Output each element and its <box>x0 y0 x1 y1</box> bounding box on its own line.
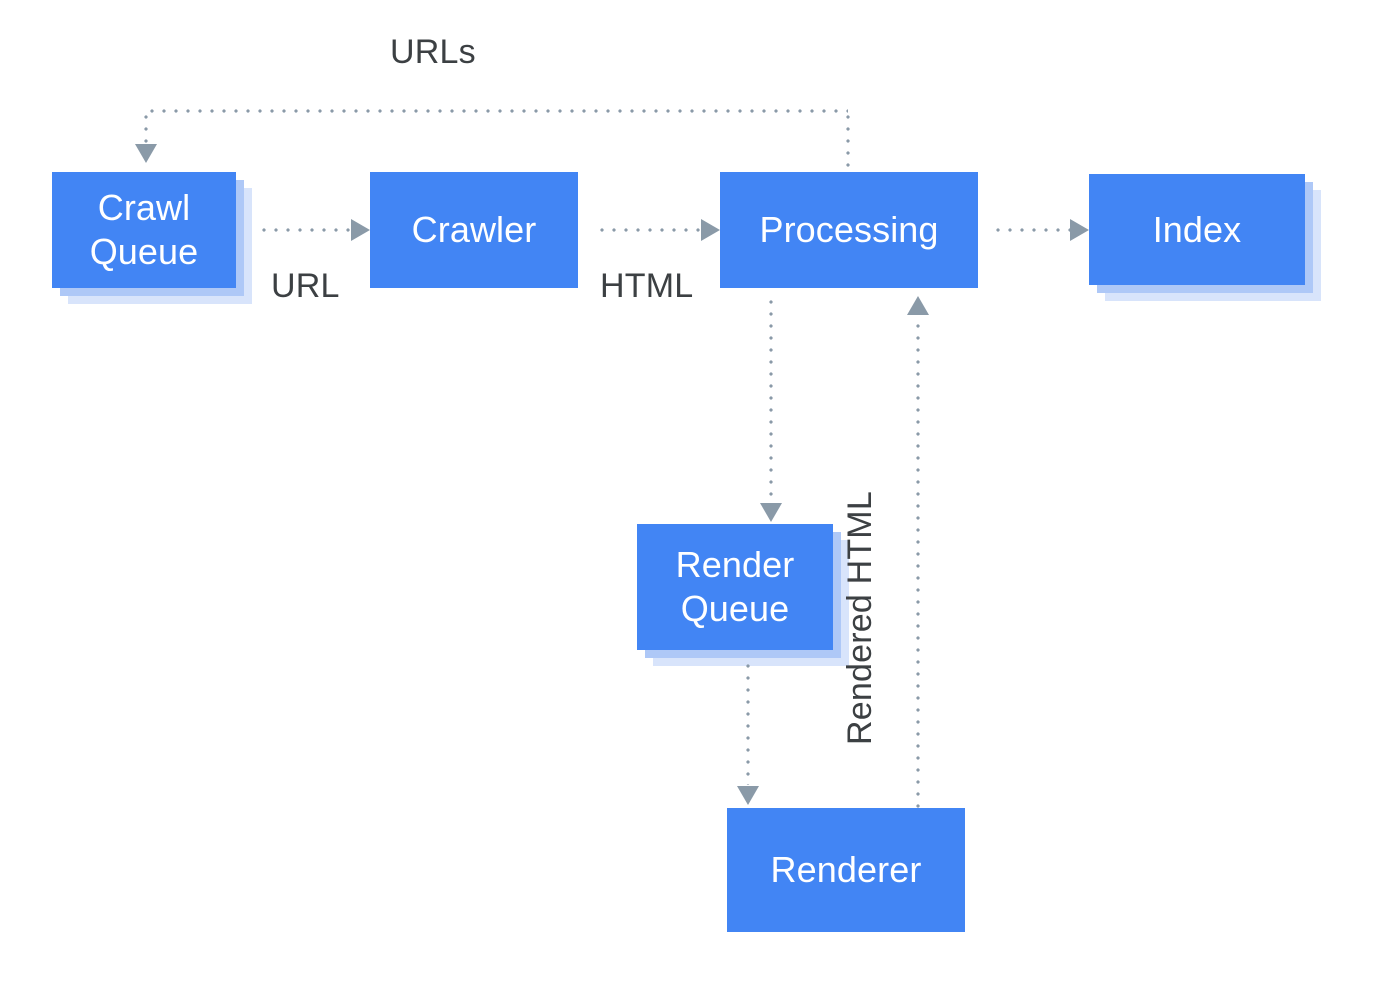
node-render-queue[interactable]: Render Queue <box>637 524 833 650</box>
edge-processing-to-index-line <box>992 228 1077 232</box>
node-renderer[interactable]: Renderer <box>727 808 965 932</box>
node-processing-label: Processing <box>759 209 939 251</box>
edge-processing-to-crawl-queue-segment-across <box>146 109 848 113</box>
node-crawl-queue[interactable]: Crawl Queue <box>52 172 236 288</box>
arrowhead-into-processing-from-crawler <box>701 219 720 241</box>
edge-label-url: URL <box>271 267 340 305</box>
arrowhead-into-render-queue <box>760 503 782 522</box>
node-index-label: Index <box>1152 208 1242 250</box>
edge-render-queue-to-renderer-line <box>746 660 750 785</box>
edge-processing-to-render-queue-line <box>769 296 773 506</box>
edge-label-rendered-html: Rendered HTML <box>841 491 879 745</box>
node-crawler-label: Crawler <box>411 209 537 251</box>
node-crawl-queue-label: Crawl Queue <box>89 187 199 272</box>
node-index[interactable]: Index <box>1089 174 1305 285</box>
arrowhead-into-processing-from-renderer <box>907 296 929 315</box>
arrowhead-into-crawl-queue <box>135 144 157 163</box>
node-renderer-label: Renderer <box>770 849 922 891</box>
arrowhead-into-crawler <box>351 219 370 241</box>
node-crawler[interactable]: Crawler <box>370 172 578 288</box>
edge-processing-to-crawl-queue-segment-up <box>846 111 850 175</box>
node-render-queue-label: Render Queue <box>675 544 795 629</box>
edge-label-html: HTML <box>600 267 694 305</box>
edge-crawl-queue-to-crawler-line <box>258 228 358 232</box>
node-processing[interactable]: Processing <box>720 172 978 288</box>
edge-crawler-to-processing-line <box>596 228 708 232</box>
edge-label-urls: URLs <box>390 33 476 71</box>
arrowhead-into-index <box>1070 219 1089 241</box>
arrowhead-into-renderer <box>737 786 759 805</box>
edge-processing-to-crawl-queue-segment-down <box>144 111 148 146</box>
edge-renderer-to-processing-line <box>916 320 920 810</box>
